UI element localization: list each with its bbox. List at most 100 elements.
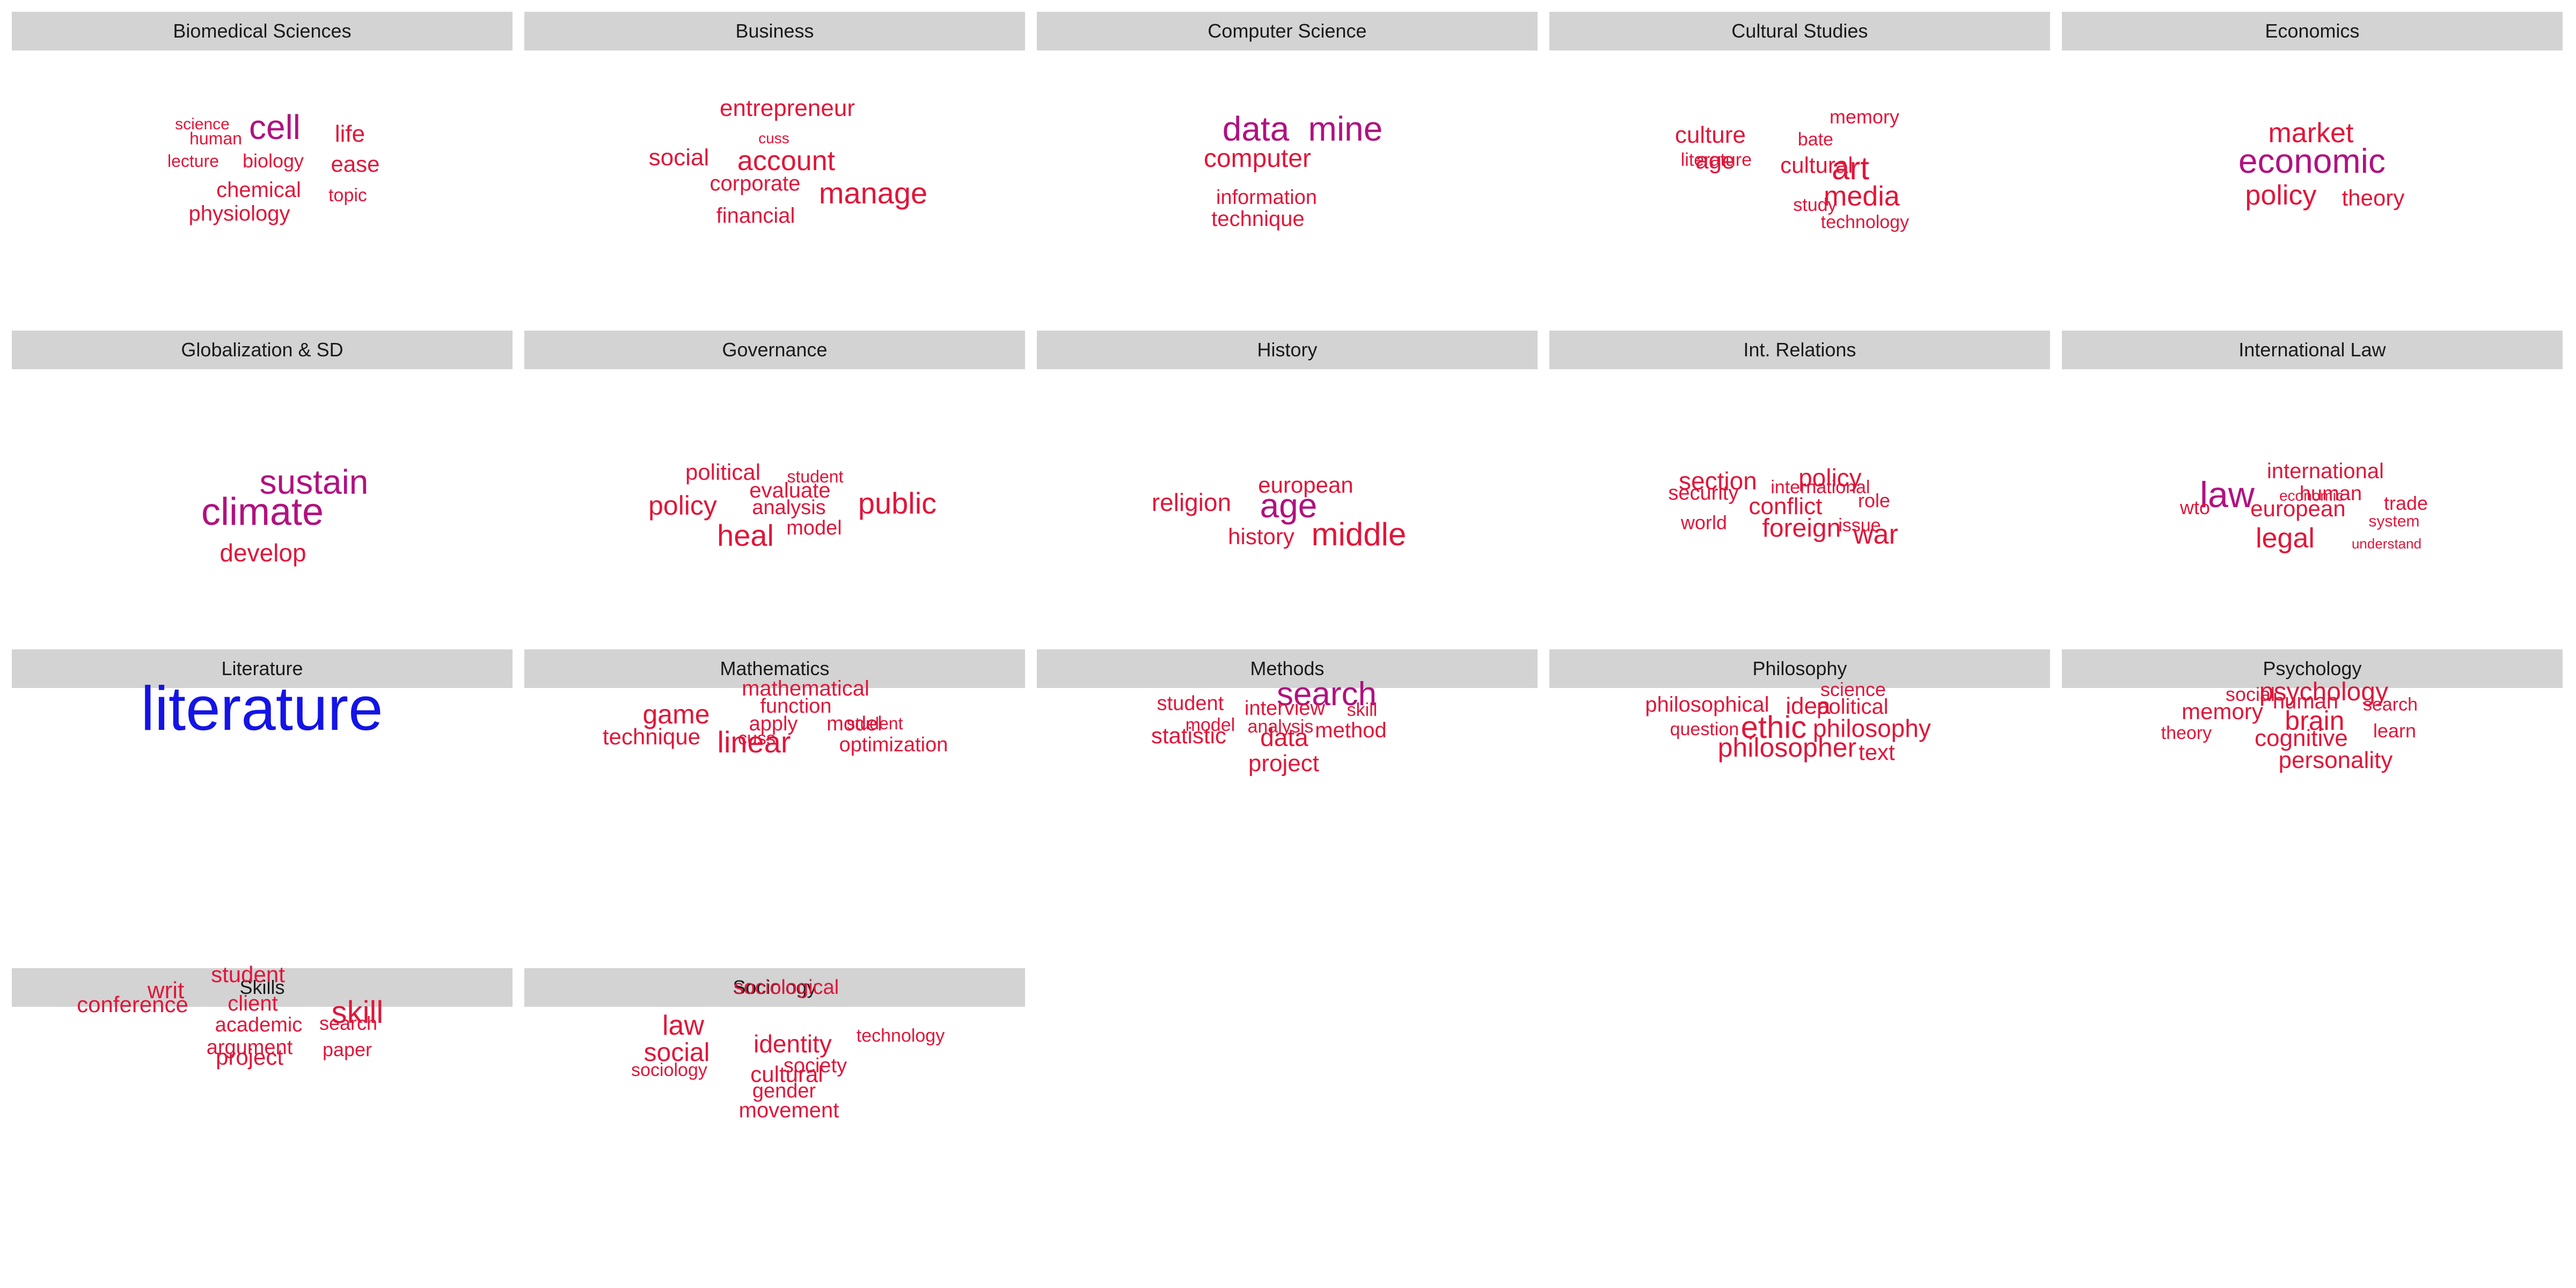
word-system: system bbox=[2368, 513, 2420, 530]
word-literature: literature bbox=[1680, 150, 1752, 170]
word-philosophy: philosophy bbox=[1813, 714, 1931, 742]
word-text: text bbox=[1858, 740, 1895, 765]
word-method: method bbox=[1315, 719, 1387, 742]
word-political: political bbox=[1817, 695, 1889, 719]
word-religion: religion bbox=[1151, 488, 1232, 516]
word-social: social bbox=[643, 1038, 710, 1067]
word-evaluate: evaluate bbox=[749, 479, 831, 502]
word-life: life bbox=[334, 121, 365, 147]
word-foreign: foreign bbox=[1762, 514, 1841, 543]
word-science: science bbox=[1820, 678, 1886, 700]
facet-title: Biomedical Sciences bbox=[173, 20, 352, 42]
word-philosopher: philosopher bbox=[1717, 733, 1857, 763]
word-climate: climate bbox=[201, 491, 324, 533]
word-trade: trade bbox=[2383, 492, 2428, 514]
word-political: political bbox=[685, 459, 761, 485]
word-policy: policy bbox=[2245, 180, 2317, 211]
word-apply: apply bbox=[749, 713, 798, 735]
word-section: section bbox=[1679, 467, 1757, 495]
word-corporate: corporate bbox=[709, 172, 801, 195]
word-project: project bbox=[1248, 750, 1320, 777]
word-role: role bbox=[1857, 489, 1891, 511]
word-war: war bbox=[1853, 519, 1898, 550]
word-technique: technique bbox=[602, 724, 701, 749]
word-cognitive: cognitive bbox=[2255, 725, 2348, 751]
word-conference: conference bbox=[77, 992, 188, 1017]
facet-strip: Business bbox=[524, 12, 1025, 50]
facet-strip: Psychology bbox=[2062, 649, 2563, 688]
word-market: market bbox=[2268, 118, 2354, 149]
word-media: media bbox=[1824, 181, 1900, 212]
word-idea: idea bbox=[1785, 693, 1831, 719]
word-social: social bbox=[2225, 683, 2275, 705]
facet-title: Int. Relations bbox=[1743, 339, 1856, 361]
word-wto: wto bbox=[2179, 496, 2211, 518]
word-analysis: analysis bbox=[752, 496, 826, 519]
word-heal: heal bbox=[717, 518, 774, 552]
facet-title: Cultural Studies bbox=[1731, 20, 1868, 42]
word-chemical: chemical bbox=[216, 178, 301, 202]
word-technology: technology bbox=[1820, 212, 1909, 232]
facet-title: Psychology bbox=[2263, 657, 2362, 679]
word-analysis: analysis bbox=[1247, 716, 1314, 737]
word-student: student bbox=[211, 962, 285, 987]
word-financial: financial bbox=[716, 204, 795, 228]
word-learn: learn bbox=[2373, 720, 2417, 742]
word-writ: writ bbox=[147, 977, 185, 1004]
word-middle: middle bbox=[1311, 516, 1407, 552]
word-public: public bbox=[858, 486, 937, 520]
word-society: society bbox=[783, 1055, 847, 1077]
word-economic: economic bbox=[2238, 142, 2385, 180]
word-psychology: psychology bbox=[2259, 678, 2389, 706]
facet-strip: Biomedical Sciences bbox=[12, 12, 513, 50]
word-european: european bbox=[1258, 472, 1353, 497]
facet-title: Governance bbox=[722, 339, 828, 361]
word-technique: technique bbox=[1211, 207, 1305, 231]
word-search: search bbox=[1276, 676, 1377, 713]
word-science: science bbox=[175, 115, 230, 133]
word-student: student bbox=[1157, 692, 1224, 715]
word-sociological: sociological bbox=[733, 976, 839, 999]
word-cuss: cuss bbox=[738, 728, 775, 749]
facet-strip: Philosophy bbox=[1549, 649, 2050, 688]
word-age: age bbox=[1695, 148, 1735, 174]
word-project: project bbox=[215, 1044, 284, 1070]
facet-strip: Skills bbox=[12, 968, 513, 1007]
word-skill: skill bbox=[1346, 700, 1378, 720]
word-statistic: statistic bbox=[1151, 723, 1227, 748]
word-data: data bbox=[1222, 109, 1290, 148]
word-theory: theory bbox=[2161, 723, 2212, 743]
facet-strip: History bbox=[1037, 331, 1538, 369]
facet-strip: Sociology bbox=[524, 968, 1025, 1007]
facet-strip: Literature bbox=[12, 649, 513, 688]
word-memory: memory bbox=[2182, 699, 2263, 724]
word-lecture: lecture bbox=[167, 151, 219, 171]
word-data: data bbox=[1260, 723, 1308, 751]
word-gender: gender bbox=[752, 1080, 816, 1102]
word-biology: biology bbox=[242, 150, 304, 172]
word-cuss: cuss bbox=[758, 130, 789, 147]
word-function: function bbox=[760, 695, 832, 718]
facet-title: Business bbox=[735, 20, 814, 42]
word-human: human bbox=[189, 129, 242, 148]
word-develop: develop bbox=[219, 539, 306, 567]
word-brain: brain bbox=[2285, 706, 2345, 736]
word-student: student bbox=[846, 714, 903, 733]
word-student: student bbox=[787, 467, 844, 486]
word-cultural: cultural bbox=[1780, 152, 1853, 178]
word-paper: paper bbox=[322, 1038, 372, 1060]
word-topic: topic bbox=[328, 185, 367, 206]
word-cell: cell bbox=[248, 108, 301, 147]
word-human: human bbox=[2272, 690, 2339, 713]
